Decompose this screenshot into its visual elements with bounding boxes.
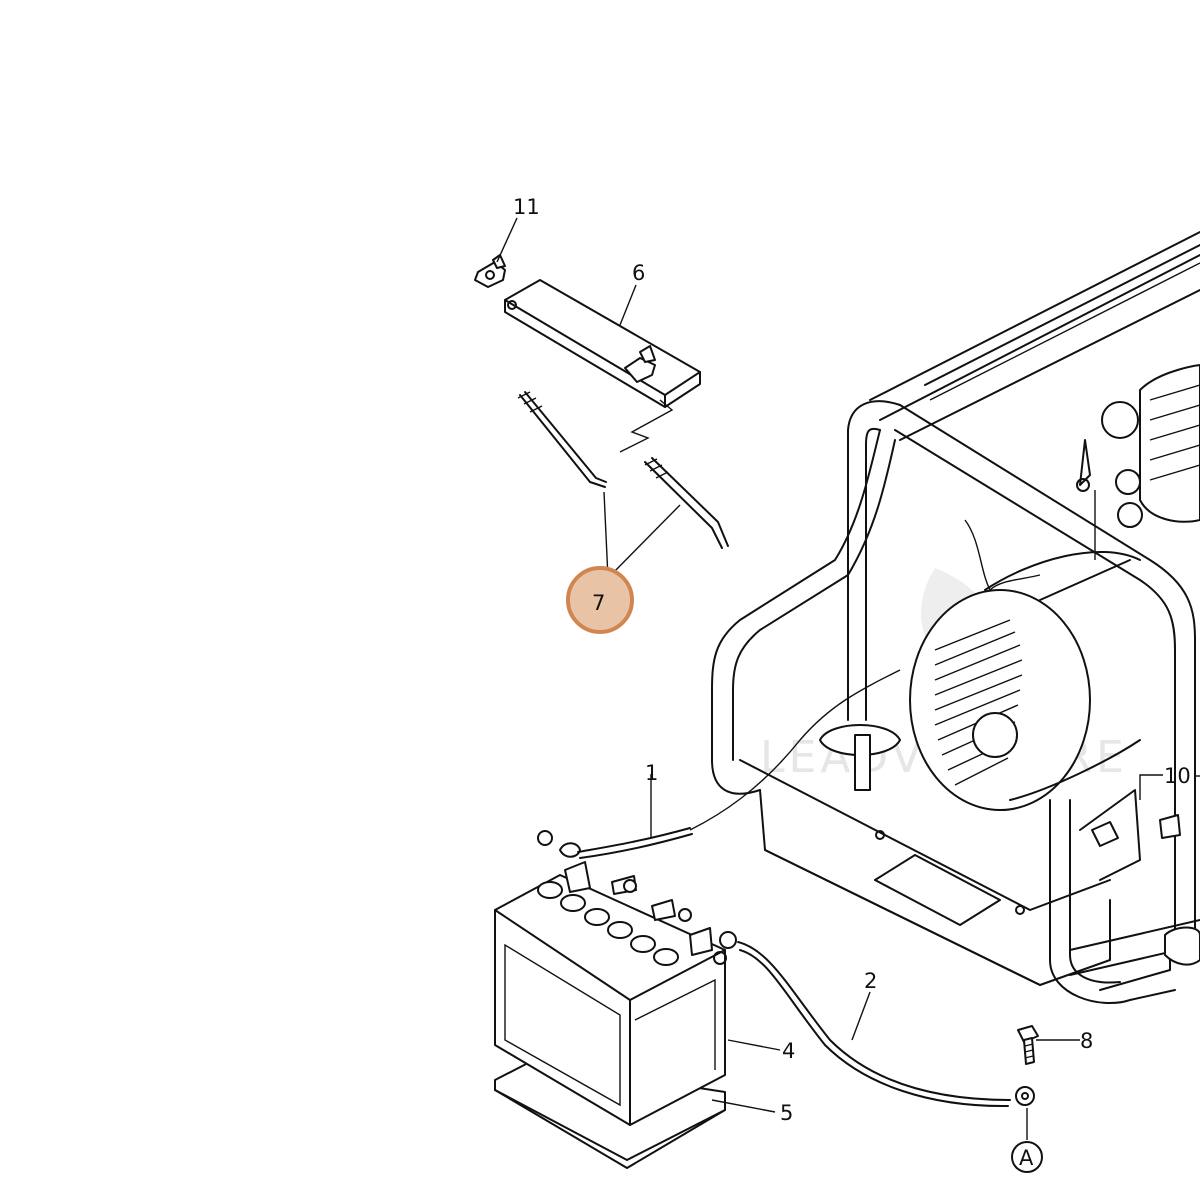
cable-1 xyxy=(537,669,901,859)
wing-nut-11 xyxy=(474,254,506,288)
callout-10[interactable]: 10 xyxy=(1164,764,1191,788)
leader-lines xyxy=(496,217,1200,1140)
cable-2 xyxy=(737,941,1035,1108)
callout-7[interactable]: 7 xyxy=(592,591,605,615)
callout-5[interactable]: 5 xyxy=(780,1101,793,1125)
callout-2[interactable]: 2 xyxy=(864,969,877,993)
callout-4[interactable]: 4 xyxy=(782,1039,795,1063)
wing-nut-icon xyxy=(624,357,656,383)
callout-6[interactable]: 6 xyxy=(632,261,645,285)
bolt-8 xyxy=(1017,1025,1039,1065)
callout-8[interactable]: 8 xyxy=(1080,1029,1093,1053)
generator-assembly xyxy=(711,231,1200,1005)
callout-7-highlight[interactable] xyxy=(566,566,634,634)
callout-A[interactable]: A xyxy=(1019,1146,1034,1170)
callout-1[interactable]: 1 xyxy=(645,761,658,785)
callout-11[interactable]: 11 xyxy=(513,195,540,219)
battery xyxy=(494,861,737,1169)
hold-down-rods xyxy=(517,391,729,549)
cover-plate xyxy=(504,279,701,453)
callouts: 11 6 7 1 2 4 5 8 10 A xyxy=(513,195,1191,1173)
callout-A-circle xyxy=(1011,1141,1043,1173)
